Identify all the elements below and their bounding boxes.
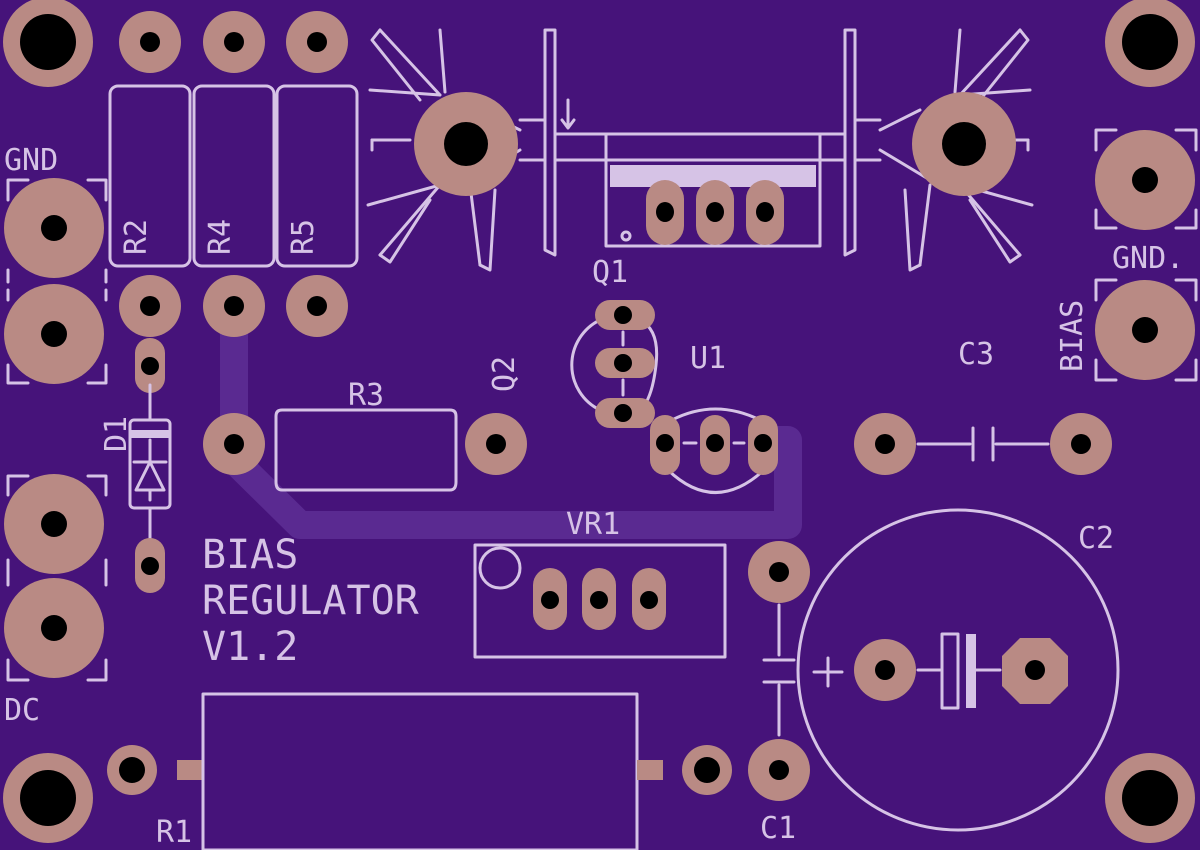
label-c3: C3: [958, 337, 994, 372]
capacitor-c3: [854, 413, 1112, 475]
label-gnd-left: GND: [4, 143, 58, 178]
capacitor-c1: [748, 541, 810, 801]
label-vr1: VR1: [566, 507, 620, 542]
mounting-hole-top-left: [3, 0, 93, 87]
label-d1: D1: [99, 416, 134, 452]
label-r4: R4: [203, 219, 238, 255]
label-q2: Q2: [487, 356, 522, 392]
board-title-line2: REGULATOR: [202, 578, 420, 624]
capacitor-c2: [796, 508, 1120, 832]
heatsink: [366, 28, 1034, 272]
label-c2: C2: [1078, 521, 1114, 556]
label-r1: R1: [156, 815, 192, 850]
resistor-r4: [192, 11, 276, 337]
terminal-bias-right: [1094, 278, 1198, 382]
resistor-r5: [275, 11, 359, 337]
mounting-hole-bottom-left: [3, 753, 93, 843]
diode-d1: [128, 338, 172, 593]
label-dc: DC: [4, 693, 40, 728]
label-bias-right: BIAS: [1055, 300, 1090, 372]
label-q1: Q1: [592, 255, 628, 290]
label-c1: C1: [760, 811, 796, 846]
board-title-line3: V1.2: [202, 624, 298, 670]
label-u1: U1: [690, 341, 726, 376]
mounting-hole-bottom-right: [1105, 753, 1195, 843]
transistor-q1: [604, 132, 822, 248]
label-r2: R2: [119, 219, 154, 255]
resistor-r1: [107, 692, 732, 850]
label-r3: R3: [348, 378, 384, 413]
terminal-gnd-right: [1094, 128, 1198, 230]
potentiometer-vr1: [473, 543, 727, 659]
transistor-q2: [570, 300, 659, 428]
regulator-u1: [650, 407, 778, 494]
board-title-line1: BIAS: [202, 532, 298, 578]
label-r5: R5: [286, 219, 321, 255]
label-gnd-right: GND.: [1112, 241, 1184, 276]
mounting-hole-top-right: [1105, 0, 1195, 87]
resistor-r2: [108, 11, 192, 337]
resistor-r3: [203, 408, 527, 492]
terminal-gnd-left: [4, 178, 108, 385]
terminal-dc: [4, 474, 108, 682]
